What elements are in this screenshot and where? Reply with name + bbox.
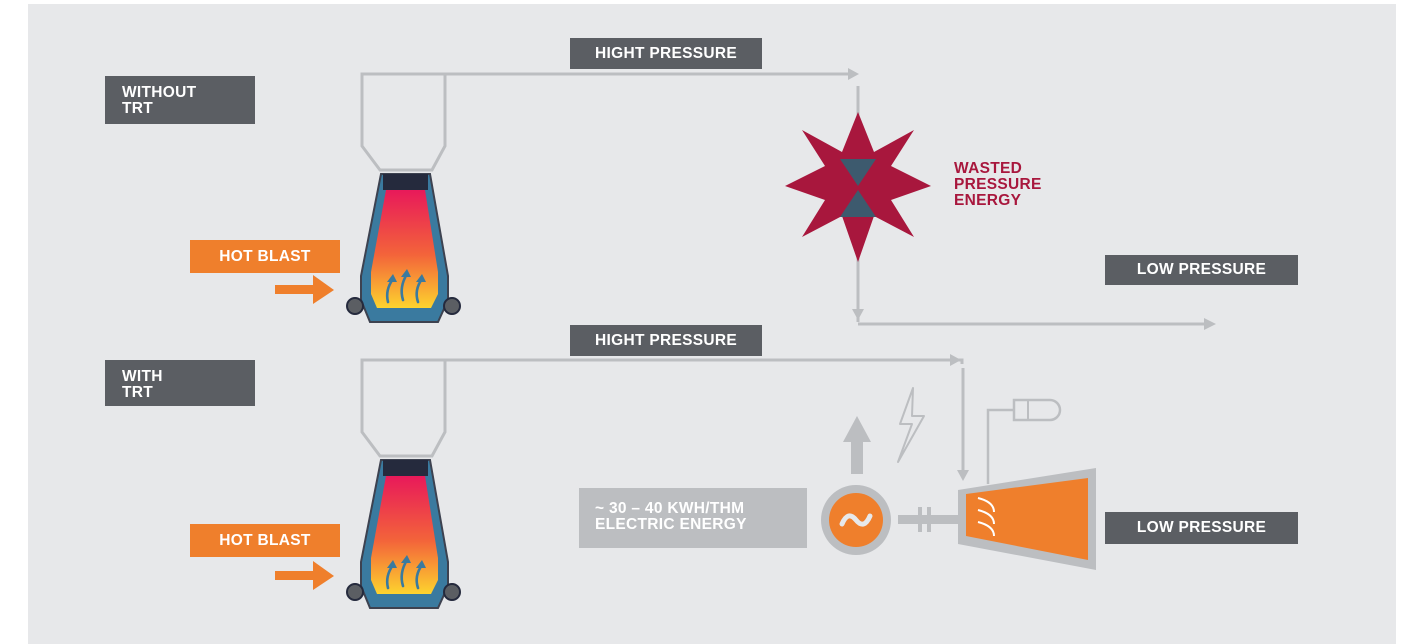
low-pressure-label-top: LOW PRESSURE — [1105, 255, 1298, 285]
low-pressure-label-bottom: LOW PRESSURE — [1105, 512, 1298, 544]
hot-blast-label-top: HOT BLAST — [190, 240, 340, 273]
furnace-without-trt — [273, 72, 462, 324]
high-pressure-label-bottom: HIGHT PRESSURE — [570, 325, 762, 356]
lightning-icon — [897, 387, 925, 463]
high-pressure-label-top: HIGHT PRESSURE — [570, 38, 762, 69]
arrow-down-icon — [852, 309, 864, 320]
with-trt-label: WITH TRT — [105, 360, 255, 406]
valve-icon — [840, 159, 876, 217]
wasted-pressure-energy-label: WASTED PRESSURE ENERGY — [954, 160, 1042, 209]
diagram-canvas: WITHOUT TRT HIGHT PRESSURE HOT BLAST WAS… — [28, 4, 1396, 644]
explosion-starburst-icon — [785, 112, 931, 262]
with-trt-label-line2: TRT — [122, 384, 154, 401]
actuator-icon — [1012, 398, 1062, 422]
hot-blast-label-bottom: HOT BLAST — [190, 524, 340, 557]
high-pressure-pipe-top — [360, 72, 848, 76]
arrow-up-icon — [843, 416, 871, 474]
sine-wave-icon — [839, 513, 873, 527]
with-trt-label-line1: WITH — [122, 368, 163, 385]
arrow-right-icon — [848, 68, 859, 80]
high-pressure-pipe-bottom — [360, 358, 964, 364]
without-trt-label-line1: WITHOUT — [122, 84, 197, 101]
arrow-right-icon — [1204, 318, 1216, 330]
turbine-blades-icon — [977, 497, 995, 537]
coupling — [918, 507, 922, 532]
trt-process-diagram — [273, 68, 1216, 610]
furnace-with-trt — [273, 358, 462, 610]
arrow-right-icon — [950, 354, 961, 366]
arrow-down-icon — [957, 470, 969, 481]
without-trt-label-line2: TRT — [122, 100, 154, 117]
without-trt-label: WITHOUT TRT — [105, 76, 255, 124]
turbine-icon — [966, 478, 1088, 560]
electric-energy-label: ~ 30 – 40 KWH/THM ELECTRIC ENERGY — [579, 488, 807, 548]
control-line — [986, 408, 1014, 484]
